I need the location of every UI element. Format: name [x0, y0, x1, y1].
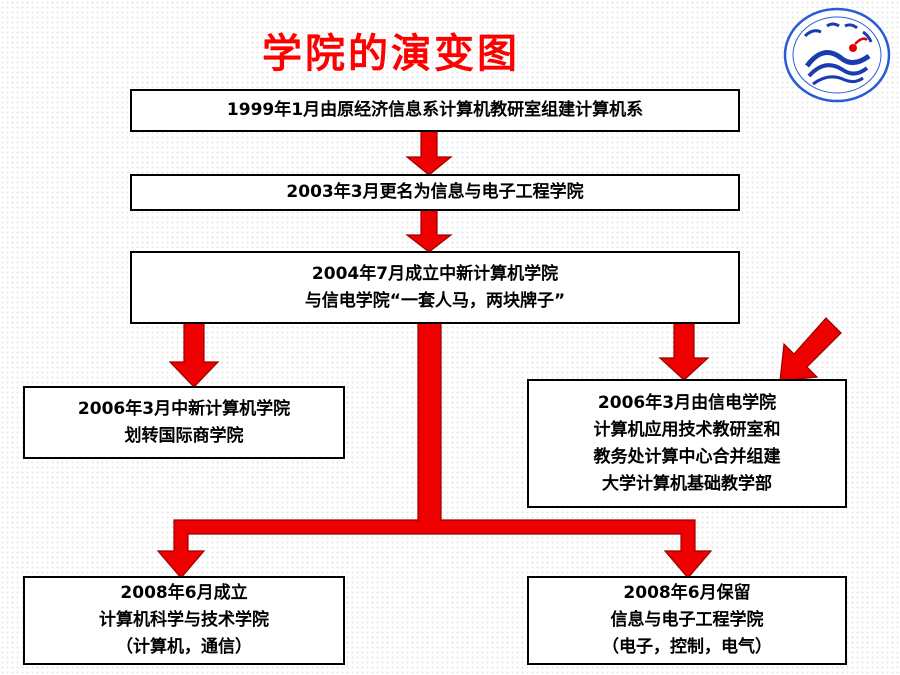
box-line: 1999年1月由原经济信息系计算机教研室组建计算机系: [226, 100, 644, 120]
box-2006-right: 2006年3月由信电学院 计算机应用技术教研室和 教务处计算中心合并组建 大学计…: [527, 379, 847, 508]
arrow-1999-to-2003: [405, 130, 453, 176]
box-line: 2008年6月保留: [623, 583, 751, 603]
box-2003: 2003年3月更名为信息与电子工程学院: [130, 174, 740, 211]
box-2008-right: 2008年6月保留 信息与电子工程学院 （电子，控制，电气）: [527, 576, 847, 665]
box-2004: 2004年7月成立中新计算机学院 与信电学院“一套人马，两块牌子”: [130, 251, 740, 324]
box-2008-left: 2008年6月成立 计算机科学与技术学院 （计算机，通信）: [23, 576, 345, 665]
arrow-pointer-diagonal: [779, 317, 842, 382]
arrow-2004-to-2006a: [168, 322, 220, 388]
box-line: （计算机，通信）: [116, 637, 252, 657]
arrow-2003-to-2004: [405, 209, 453, 253]
box-line: 2006年3月中新计算机学院: [77, 398, 291, 419]
box-line: 计算机科学与技术学院: [99, 610, 269, 630]
box-line: 2004年7月成立中新计算机学院: [311, 263, 559, 284]
box-1999: 1999年1月由原经济信息系计算机教研室组建计算机系: [130, 89, 740, 132]
box-line: 划转国际商学院: [124, 425, 244, 446]
box-line: 2006年3月由信电学院: [597, 392, 777, 413]
box-line: 教务处计算中心合并组建: [593, 446, 781, 467]
arrow-2004-to-2008-branches: [156, 322, 713, 579]
box-2006-left: 2006年3月中新计算机学院 划转国际商学院: [23, 386, 345, 459]
university-seal-icon: [783, 7, 891, 103]
box-line: 2003年3月更名为信息与电子工程学院: [286, 182, 584, 202]
arrow-2004-to-2006b: [658, 322, 710, 381]
box-line: （电子，控制，电气）: [602, 637, 772, 657]
page-title: 学院的演变图: [262, 31, 520, 77]
box-line: 2008年6月成立: [120, 583, 248, 603]
box-line: 计算机应用技术教研室和: [593, 419, 781, 440]
box-line: 大学计算机基础教学部: [602, 473, 772, 494]
box-line: 信息与电子工程学院: [610, 610, 764, 630]
box-line: 与信电学院“一套人马，两块牌子”: [304, 290, 566, 311]
